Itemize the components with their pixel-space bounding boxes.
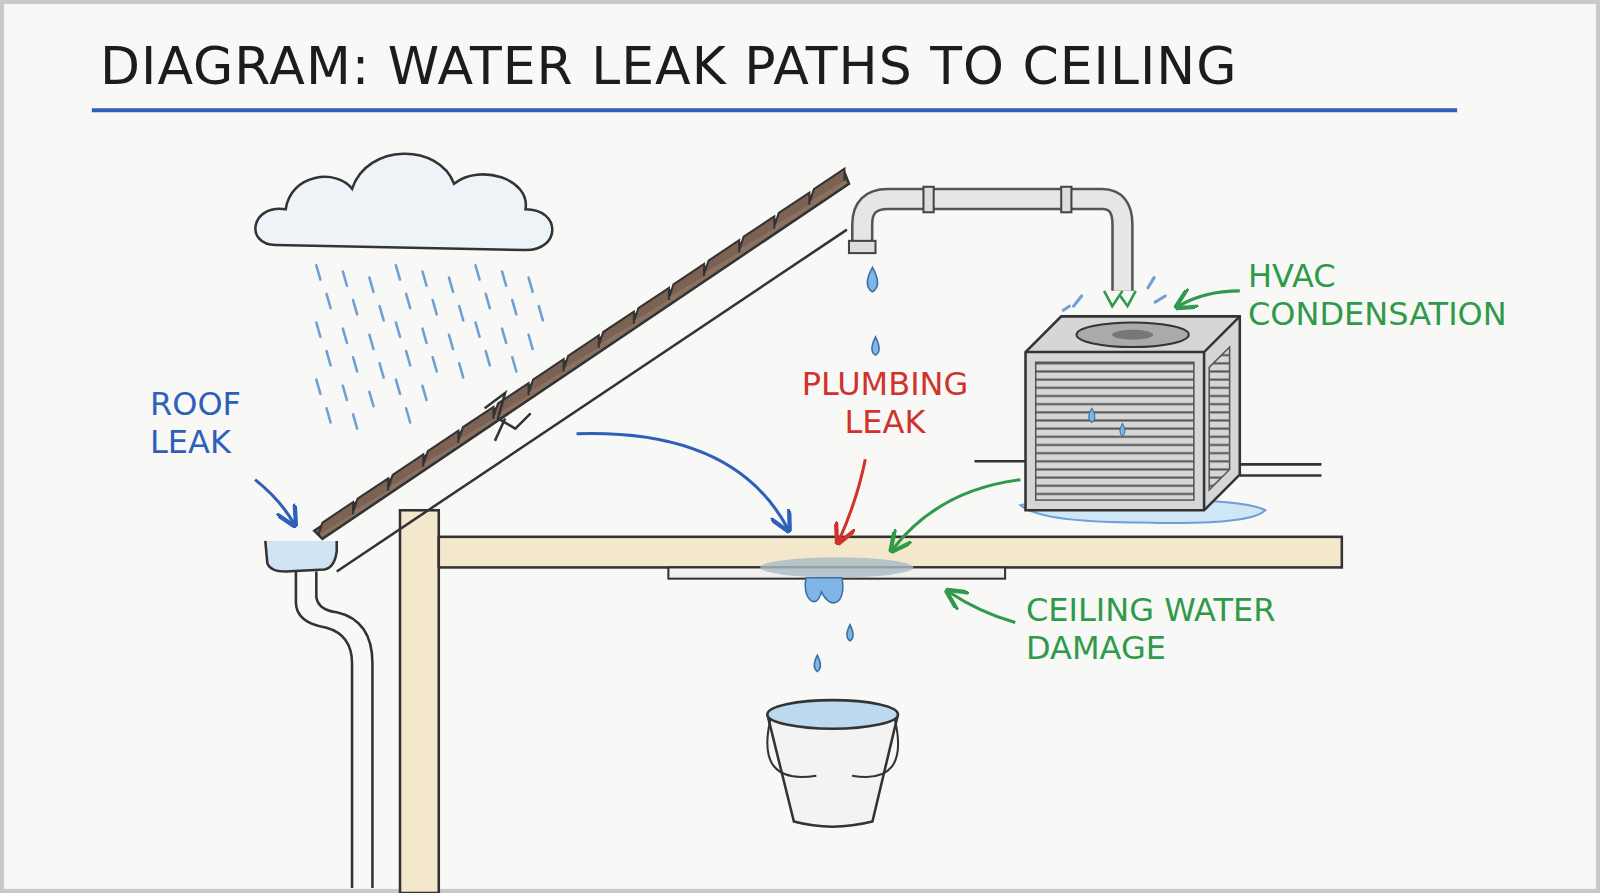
diagram-title: DIAGRAM: WATER LEAK PATHS TO CEILING [100,36,1237,97]
hvac-label: HVAC CONDENSATION [1248,258,1548,334]
plumbing-leak-label: PLUMBING LEAK [770,366,1000,442]
roof-leak-label: ROOF LEAK [150,386,300,462]
ceiling-damage-label: CEILING WATER DAMAGE [1026,592,1346,668]
